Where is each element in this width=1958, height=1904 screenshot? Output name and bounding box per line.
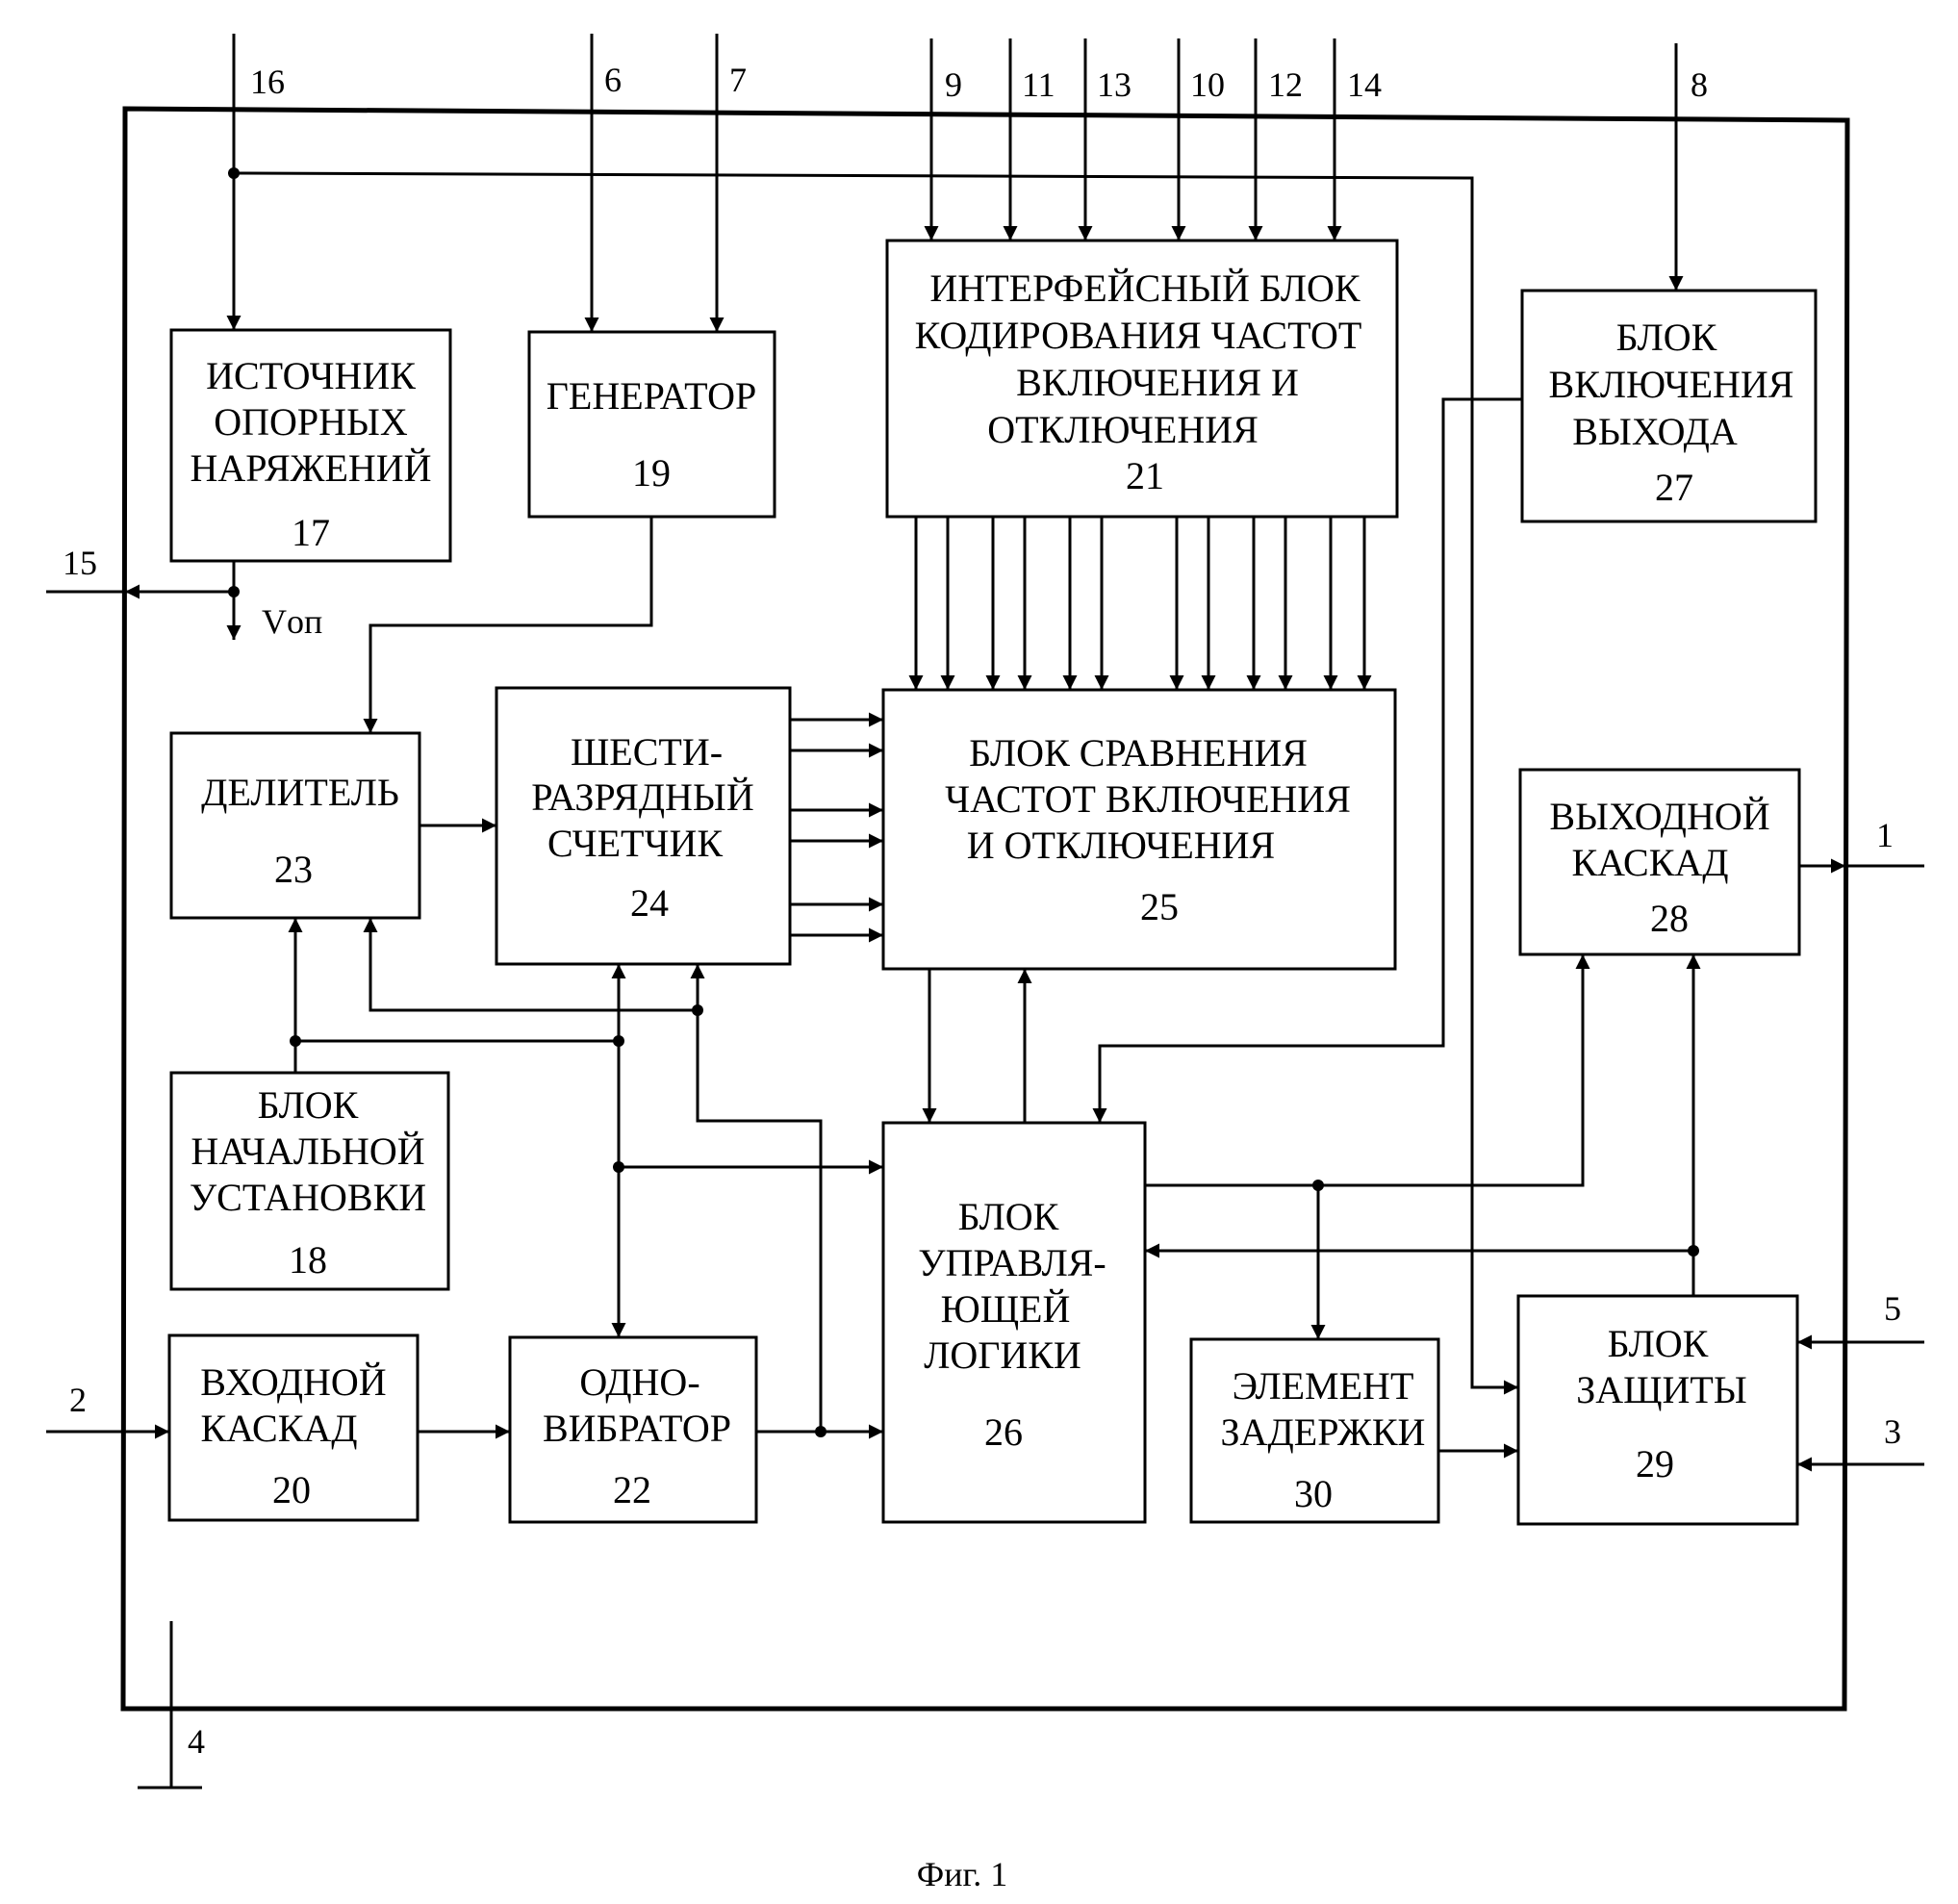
ref-source-number: 17: [292, 511, 330, 554]
ref-source-line-3: НАРЯЖЕНИЙ: [190, 446, 431, 490]
protection-line-2: ЗАЩИТЫ: [1576, 1368, 1746, 1411]
generator-number: 19: [632, 451, 671, 495]
pin-14-label: 14: [1347, 65, 1382, 104]
block-protection: БЛОК ЗАЩИТЫ 29: [1518, 1296, 1797, 1524]
ref-source-line-1: ИСТОЧНИК: [206, 354, 416, 397]
counter-line-3: СЧЕТЧИК: [547, 822, 723, 865]
oneshot-number: 22: [613, 1468, 651, 1511]
counter-line-2: РАЗРЯДНЫЙ: [531, 775, 753, 819]
comparator-line-1: БЛОК СРАВНЕНИЯ: [969, 731, 1308, 774]
block-comparator: БЛОК СРАВНЕНИЯ ЧАСТОТ ВКЛЮЧЕНИЯ И ОТКЛЮЧ…: [883, 690, 1395, 969]
block-input-stage: ВХОДНОЙ КАСКАД 20: [169, 1335, 418, 1520]
interface-line-1: ИНТЕРФЕЙСНЫЙ БЛОК: [929, 267, 1360, 310]
pin-13-label: 13: [1097, 65, 1132, 104]
block-delay: ЭЛЕМЕНТ ЗАДЕРЖКИ 30: [1191, 1339, 1438, 1522]
interface-line-2: КОДИРОВАНИЯ ЧАСТОТ: [915, 314, 1362, 357]
output-enable-line-2: ВКЛЮЧЕНИЯ: [1549, 363, 1794, 406]
block-generator: ГЕНЕРАТОР 19: [529, 332, 775, 517]
logic-line-2: УПРАВЛЯ-: [918, 1241, 1106, 1284]
counter-line-1: ШЕСТИ-: [571, 730, 723, 774]
pin-9-label: 9: [945, 65, 962, 104]
input-stage-line-2: КАСКАД: [200, 1407, 357, 1450]
output-enable-number: 27: [1655, 466, 1693, 509]
pin-12-label: 12: [1268, 65, 1303, 104]
divider-number: 23: [274, 848, 313, 891]
output-enable-line-3: ВЫХОДА: [1572, 410, 1738, 453]
block-ref-source: ИСТОЧНИК ОПОРНЫХ НАРЯЖЕНИЙ 17: [171, 330, 450, 561]
init-line-2: НАЧАЛЬНОЙ: [191, 1130, 424, 1173]
pin-16-label: 16: [250, 63, 285, 101]
pin-3-label: 3: [1884, 1412, 1901, 1451]
block-output-enable: БЛОК ВКЛЮЧЕНИЯ ВЫХОДА 27: [1522, 291, 1816, 521]
oneshot-line-1: ОДНО-: [579, 1360, 699, 1404]
pin-11-label: 11: [1022, 65, 1055, 104]
input-stage-line-1: ВХОДНОЙ: [200, 1360, 386, 1404]
figure-caption: Фиг. 1: [917, 1855, 1007, 1893]
delay-line-2: ЗАДЕРЖКИ: [1221, 1410, 1426, 1454]
comparator-line-2: ЧАСТОТ ВКЛЮЧЕНИЯ: [945, 777, 1351, 821]
logic-line-3: ЮЩЕЙ: [941, 1287, 1071, 1331]
protection-line-1: БЛОК: [1608, 1322, 1709, 1365]
delay-line-1: ЭЛЕМЕНТ: [1233, 1364, 1414, 1408]
protection-number: 29: [1636, 1442, 1674, 1485]
logic-line-1: БЛОК: [958, 1195, 1059, 1238]
interface-number: 21: [1126, 454, 1164, 497]
counter-number: 24: [630, 881, 669, 925]
block-output-stage: ВЫХОДНОЙ КАСКАД 28: [1520, 770, 1799, 954]
logic-number: 26: [984, 1410, 1023, 1454]
delay-number: 30: [1294, 1472, 1333, 1515]
block-oneshot: ОДНО- ВИБРАТОР 22: [510, 1337, 756, 1522]
ref-source-line-2: ОПОРНЫХ: [214, 400, 408, 444]
init-number: 18: [289, 1238, 327, 1282]
block-divider: ДЕЛИТЕЛЬ 23: [171, 733, 420, 918]
block-counter: ШЕСТИ- РАЗРЯДНЫЙ СЧЕТЧИК 24: [496, 688, 790, 964]
generator-line-1: ГЕНЕРАТОР: [547, 374, 756, 418]
block-init: БЛОК НАЧАЛЬНОЙ УСТАНОВКИ 18: [171, 1073, 448, 1289]
logic-line-4: ЛОГИКИ: [924, 1333, 1081, 1377]
pin-10-label: 10: [1190, 65, 1225, 104]
comparator-number: 25: [1140, 885, 1179, 928]
input-stage-number: 20: [272, 1468, 311, 1511]
pin-4-label: 4: [188, 1722, 205, 1761]
pin-7-label: 7: [729, 61, 747, 99]
interface-line-3: ВКЛЮЧЕНИЯ И: [1016, 361, 1299, 404]
output-enable-line-1: БЛОК: [1616, 316, 1717, 359]
interface-line-4: ОТКЛЮЧЕНИЯ: [987, 408, 1259, 451]
output-stage-line-2: КАСКАД: [1571, 841, 1728, 884]
init-line-3: УСТАНОВКИ: [190, 1176, 426, 1219]
pin-6-label: 6: [604, 61, 622, 99]
pin-15-label: 15: [63, 544, 97, 582]
vref-label: Vоп: [262, 602, 322, 641]
output-stage-number: 28: [1650, 897, 1689, 940]
oneshot-line-2: ВИБРАТОР: [543, 1407, 731, 1450]
comparator-line-3: И ОТКЛЮЧЕНИЯ: [967, 824, 1276, 867]
block-logic: БЛОК УПРАВЛЯ- ЮЩЕЙ ЛОГИКИ 26: [883, 1123, 1145, 1522]
pin-8-label: 8: [1691, 65, 1708, 104]
divider-line-1: ДЕЛИТЕЛЬ: [201, 771, 399, 814]
block-interface: ИНТЕРФЕЙСНЫЙ БЛОК КОДИРОВАНИЯ ЧАСТОТ ВКЛ…: [887, 241, 1397, 517]
pin-2-label: 2: [69, 1381, 87, 1419]
output-stage-line-1: ВЫХОДНОЙ: [1549, 795, 1769, 838]
init-line-1: БЛОК: [258, 1083, 359, 1127]
pin-5-label: 5: [1884, 1289, 1901, 1328]
pin-1-label: 1: [1876, 816, 1894, 854]
